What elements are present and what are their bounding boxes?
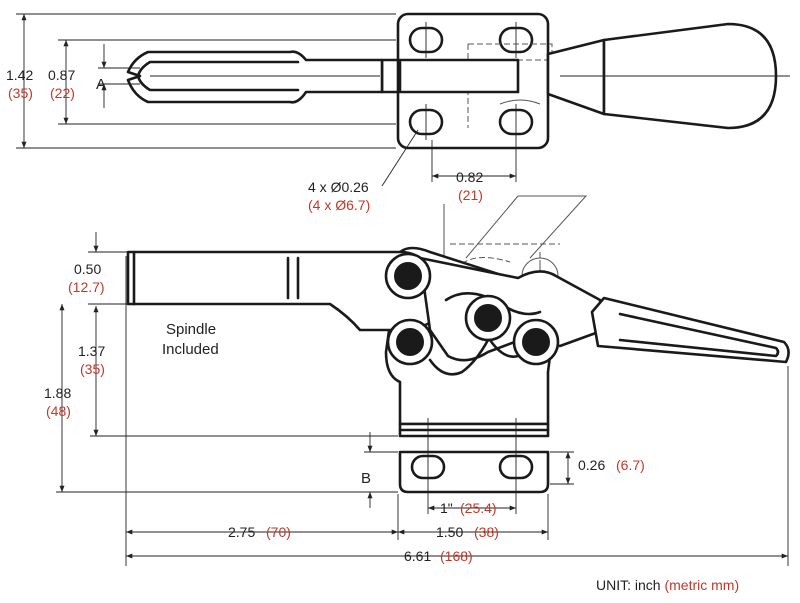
dim-6-61-metric: (168) — [440, 548, 473, 564]
label-a: A — [96, 76, 106, 93]
units-note-metric: (metric mm) — [664, 577, 739, 593]
top-spindle-arm — [126, 50, 384, 104]
dim-0-87-inch: 0.87 — [48, 67, 75, 83]
dim-1-50-metric: (38) — [474, 524, 499, 540]
top-lever-arm — [546, 38, 606, 116]
dim-1-88-metric: (48) — [46, 403, 71, 419]
dim-1-88-inch: 1.88 — [44, 385, 71, 401]
dim-6-61-inch: 6.61 — [404, 548, 431, 564]
top-hold-bar — [380, 58, 520, 94]
dim-0-82-inch: 0.82 — [456, 169, 483, 185]
dim-0-87-metric: (22) — [50, 85, 75, 101]
label-b: B — [361, 470, 371, 487]
dim-0-82-metric: (21) — [458, 187, 483, 203]
dim-0-26-inch: 0.26 — [578, 457, 605, 473]
side-view: 0.50 (12.7) Spindle Included 1.37 (35) 1… — [44, 195, 790, 566]
hole-callout-metric: (4 x Ø6.7) — [308, 197, 370, 213]
base-plate — [398, 450, 550, 494]
dim-1-42-inch: 1.42 — [6, 67, 33, 83]
units-note-prefix: UNIT: inch — [596, 577, 664, 593]
dim-2-75-metric: (70) — [266, 524, 291, 540]
dim-2-75-inch: 2.75 — [228, 524, 255, 540]
units-note: UNIT: inch (metric mm) — [596, 577, 739, 593]
dim-pitch-inch: 1" — [440, 500, 453, 516]
spindle-note-line2: Included — [162, 341, 219, 358]
dim-1-42-metric: (35) — [8, 85, 33, 101]
dim-0-50-metric: (12.7) — [68, 279, 105, 295]
dim-0-50-inch: 0.50 — [74, 261, 101, 277]
dim-1-50-inch: 1.50 — [436, 524, 463, 540]
hole-callout-inch: 4 x Ø0.26 — [308, 179, 369, 195]
dim-1-37-inch: 1.37 — [78, 343, 105, 359]
dim-pitch-metric: (25.4) — [460, 500, 497, 516]
top-view: 1.42 (35) 0.87 (22) A 4 x Ø0.26 (4 x Ø6.… — [6, 12, 790, 213]
dim-1-37-metric: (35) — [80, 361, 105, 377]
dim-0-26-metric: (6.7) — [616, 457, 645, 473]
spindle-note-line1: Spindle — [166, 321, 216, 338]
